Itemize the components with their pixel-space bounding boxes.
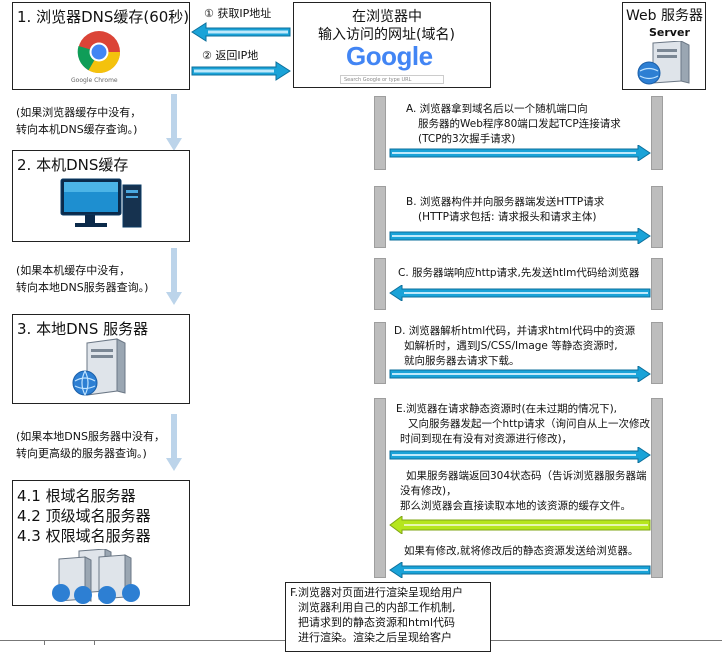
arrow-step-e-request (389, 447, 651, 463)
chrome-icon (76, 29, 122, 75)
step-f-text: F.浏览器对页面进行渲染呈现给用户 浏览器利用自己的内部工作机制, 把请求到的静… (290, 586, 464, 644)
arrow-step-b (389, 228, 651, 244)
local-dns-cache-box: 2. 本机DNS缓存 (12, 150, 190, 242)
step-e3-text: 如果有修改,就将修改后的静态资源发送给浏览器。 (404, 545, 639, 557)
lane-left-d (374, 322, 386, 384)
flow-arrow-3 (166, 414, 182, 471)
web-server-icon (635, 41, 695, 87)
arrow-step-c (389, 285, 651, 301)
google-logo: Google (346, 41, 433, 71)
search-box[interactable]: Search Google or type URL (340, 75, 444, 84)
render-page-box: F.浏览器对页面进行渲染呈现给用户 浏览器利用自己的内部工作机制, 把请求到的静… (285, 582, 491, 652)
dns-server-icon (69, 337, 129, 399)
browser-dns-cache-box: 1. 浏览器DNS缓存(60秒) Google Chrome (12, 2, 190, 90)
lane-left-c (374, 258, 386, 310)
flow-arrow-2 (166, 248, 182, 305)
lane-right (651, 96, 663, 170)
browser-dns-cache-title: 1. 浏览器DNS缓存(60秒) (17, 8, 190, 26)
hierarchy-servers-box: 4.1 根域名服务器 4.2 顶级域名服务器 4.3 权限域名服务器 (12, 480, 190, 606)
local-dns-cache-title: 2. 本机DNS缓存 (17, 156, 129, 174)
local-dns-server-box: 3. 本地DNS 服务器 (12, 314, 190, 404)
url-input-box: 在浏览器中 输入访问的网址(域名) Google Search Google o… (293, 2, 491, 88)
step-b-text: B. 浏览器构件并向服务器端发送HTTP请求 (HTTP请求包括: 请求报头和请… (406, 196, 605, 223)
bottom-tick-2 (94, 640, 95, 645)
tld-name-server: 4.2 顶级域名服务器 (17, 507, 151, 525)
local-dns-server-title: 3. 本地DNS 服务器 (17, 320, 149, 338)
arrow-get-ip-label: ① 获取IP地址 (204, 7, 272, 20)
lane-right-b (651, 186, 663, 248)
root-name-server: 4.1 根域名服务器 (17, 487, 136, 505)
arrow-step-e-304 (389, 516, 651, 534)
lane-left (374, 96, 386, 170)
arrow-return-ip (191, 61, 291, 81)
authoritative-name-server: 4.3 权限域名服务器 (17, 527, 151, 545)
note-browser-cache-miss: (如果浏览器缓存中没有， 转向本机DNS缓存查询。) (16, 106, 142, 136)
url-box-line1: 在浏览器中 (352, 9, 422, 25)
lane-left-e (374, 398, 386, 578)
server-label: Server (649, 26, 690, 39)
step-d-text: D. 浏览器解析html代码，并请求html代码中的资源 如解析时，遇到JS/C… (394, 325, 636, 367)
note-local-server-miss: (如果本地DNS服务器中没有， 转向更高级的服务器查询。) (16, 430, 165, 460)
note-local-cache-miss: (如果本机缓存中没有， 转向本地DNS服务器查询。) (16, 264, 149, 294)
arrow-step-e-modified (389, 562, 651, 578)
web-server-box: Web 服务器 Server (622, 2, 706, 90)
step-e-text: E.浏览器在请求静态资源时(在未过期的情况下), 又向服务器发起一个http请求… (396, 403, 651, 445)
step-e2-text: 如果服务器端返回304状态码（告诉浏览器服务器端 没有修改)， 那么浏览器会直接… (400, 470, 647, 512)
arrow-step-d (389, 366, 651, 382)
computer-icon (59, 175, 145, 233)
arrow-get-ip (191, 22, 291, 42)
lane-right-c (651, 258, 663, 310)
arrow-return-ip-label: ② 返回IP地 (202, 49, 259, 62)
bottom-tick-1 (44, 640, 45, 645)
lane-left-b (374, 186, 386, 248)
url-box-line2: 输入访问的网址(域名) (318, 27, 455, 43)
lane-right-d (651, 322, 663, 384)
arrow-step-a (389, 145, 651, 161)
chrome-caption: Google Chrome (71, 77, 118, 84)
flow-arrow-1 (166, 94, 182, 151)
lane-right-e (651, 398, 663, 578)
server-cluster-icon (49, 549, 149, 605)
web-server-title: Web 服务器 (626, 8, 703, 24)
step-a-text: A. 浏览器拿到域名后以一个随机端口向 服务器的Web程序80端口发起TCP连接… (406, 103, 621, 145)
step-c-text: C. 服务器端响应http请求,先发送htlm代码给浏览器 (398, 267, 640, 279)
